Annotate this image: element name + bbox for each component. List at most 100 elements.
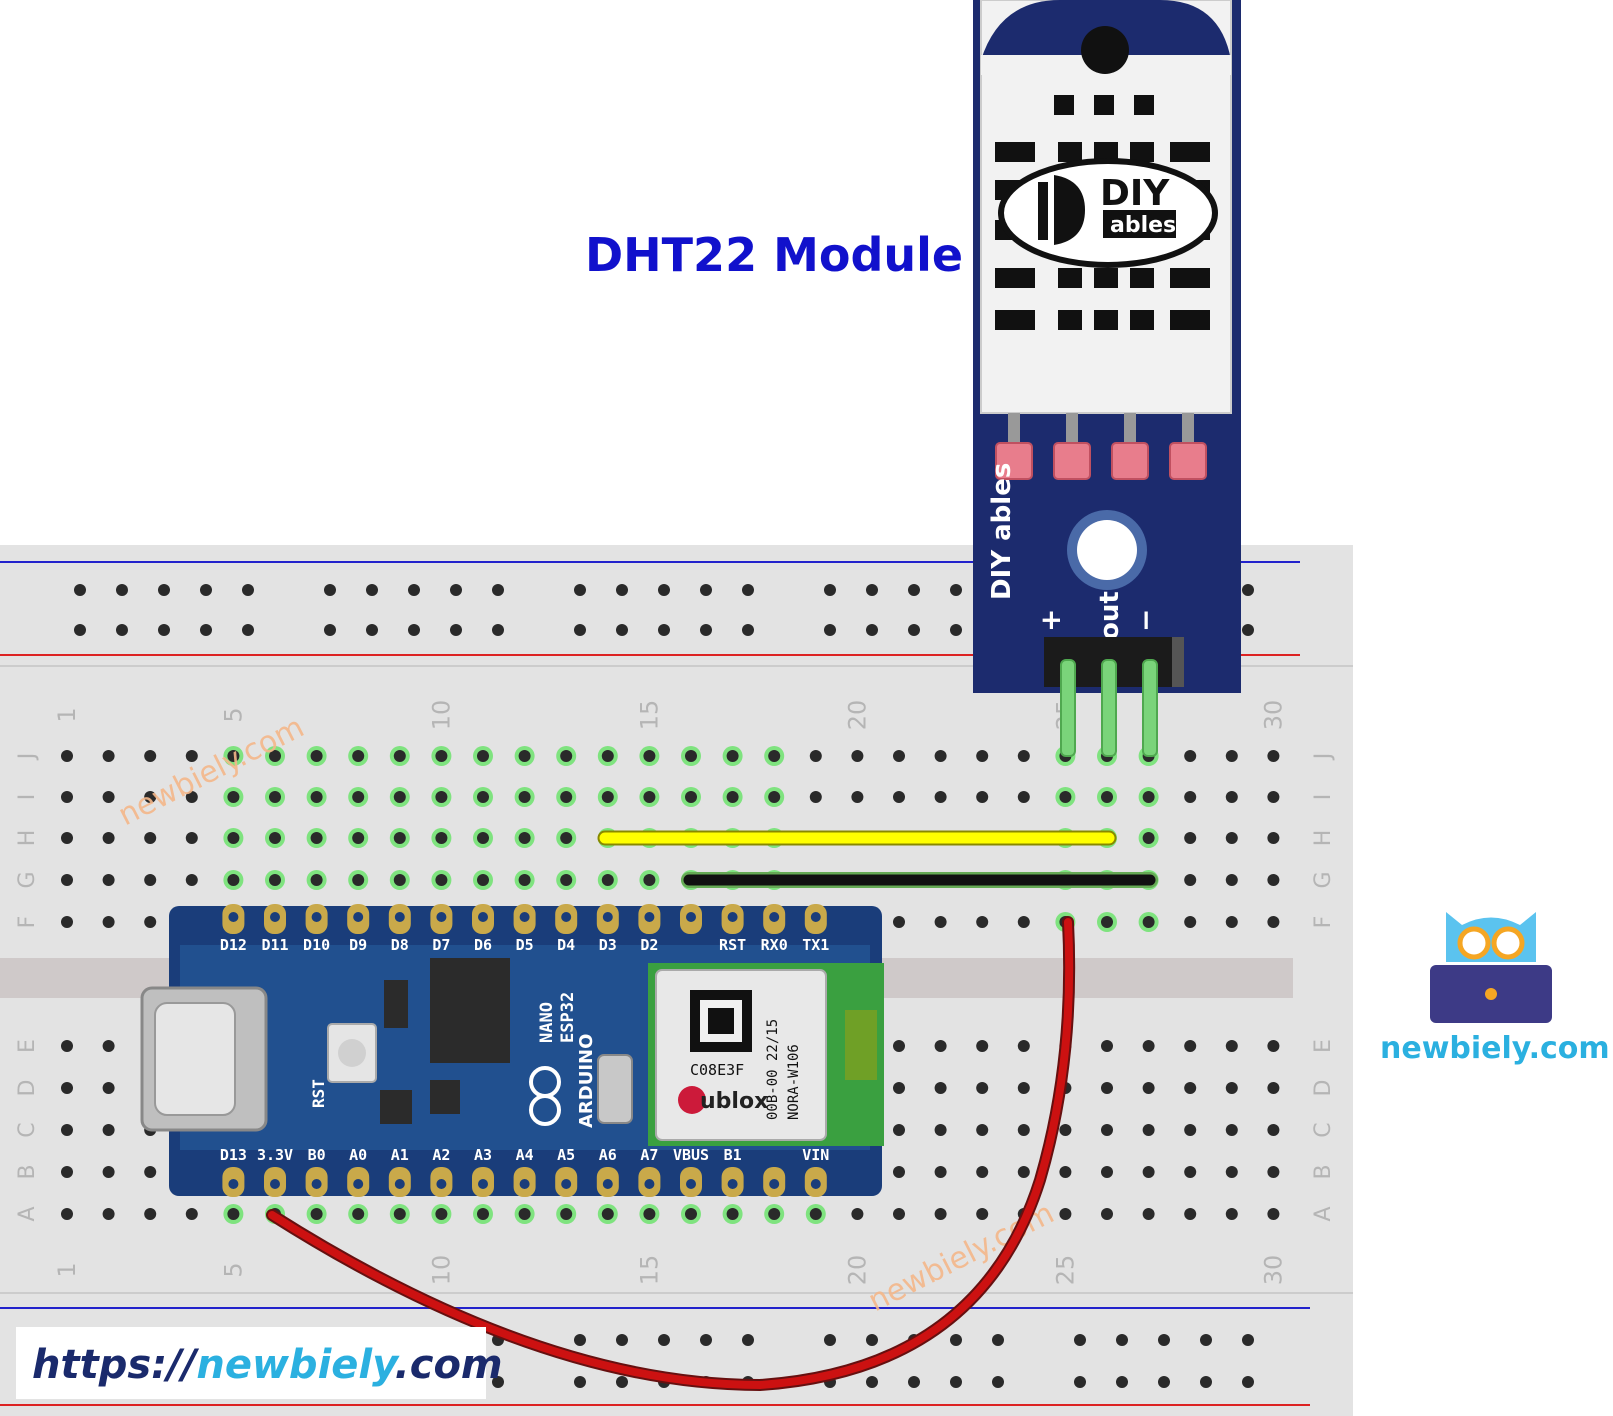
hole [893,1166,905,1178]
hole [435,832,448,844]
pin-label-bottom: A0 [349,1146,367,1164]
logo-text-top: DIY [1100,173,1170,214]
vent [1094,142,1118,162]
row-letter: D [1311,1080,1336,1097]
rail-hole [366,584,378,596]
sensor-header-side [1172,637,1184,687]
hole [144,750,157,762]
url-text[interactable]: https://newbiely.com [32,1342,503,1388]
hole [310,791,323,803]
hole [144,832,157,844]
hole [1017,1124,1030,1136]
vent [995,310,1035,330]
rail-hole [1074,1376,1086,1388]
rail-hole [574,624,586,636]
hole [1267,1208,1280,1220]
board-label-nano: NANO [537,1002,557,1043]
rail-hole [658,1334,670,1346]
hole [477,874,489,886]
hole [1225,874,1238,886]
rail-hole [700,584,712,596]
hole [685,1208,697,1220]
hole [601,791,614,803]
hole [227,832,240,844]
rail-hole [700,624,712,636]
hole [685,791,697,803]
hole [934,1166,947,1178]
header-pin-hole [394,1179,405,1189]
hole [1184,874,1197,886]
hole [1101,1208,1113,1220]
hole [1267,1040,1280,1052]
module-title: DHT22 Module [585,228,963,282]
hole [477,832,489,844]
hole [601,750,614,762]
pin-label-minus: − [1129,609,1162,632]
hole [144,874,157,886]
column-number: 5 [219,707,247,722]
header-pin-hole [644,1179,655,1189]
rail-hole [324,624,336,636]
rail-hole [1116,1334,1128,1346]
hole [102,791,115,803]
hole [1142,1082,1155,1094]
column-number: 10 [427,1255,455,1286]
hole [1184,750,1197,762]
hole [768,791,781,803]
hole [1267,750,1280,762]
hole [934,791,947,803]
header-pin-hole [270,912,280,922]
hole [1142,791,1155,803]
ublox-brand: ublox [700,1089,768,1114]
board-label-esp32: ESP32 [558,992,578,1043]
pin-label-top: RST [719,936,746,954]
hole [726,1208,739,1220]
header-pin-hole [228,1179,239,1189]
ublox-code: C08E3F [690,1061,744,1079]
rail-hole [616,624,628,636]
rail-hole [1074,1334,1086,1346]
rail-hole [616,1334,628,1346]
url-box [16,1327,486,1399]
hole [726,791,739,803]
vent [1058,142,1082,162]
hole [352,750,365,762]
hole [1142,916,1155,928]
hole [1142,832,1155,844]
rail-hole [824,624,836,636]
vent [1170,268,1210,288]
hole [1225,750,1238,762]
header-pin-hole [478,912,488,922]
hole [1225,791,1238,803]
red-wire [268,918,1074,1390]
hole [893,750,905,762]
sensor-leg-pad [1053,442,1091,480]
header-pin-hole [478,1179,488,1189]
hole [61,916,73,928]
vent [1094,310,1118,330]
pin-plus-leg [1060,659,1076,757]
rail-hole [1200,1334,1212,1346]
hole [102,1082,115,1094]
rail-hole [700,1334,712,1346]
row-letter: D [15,1080,40,1097]
header-pin-hole [353,912,364,922]
hole [1059,1166,1072,1178]
hole [1101,1124,1113,1136]
rail-hole [74,584,86,596]
hole [477,791,489,803]
hole [61,1208,73,1220]
hole [893,1208,905,1220]
hole [185,874,198,886]
hole [102,1124,115,1136]
pin-label-bottom: D13 [220,1146,247,1164]
header-pin-hole [519,912,530,922]
header-pin-hole [436,1179,447,1189]
hole [1225,1208,1238,1220]
rail-hole [1242,1334,1254,1346]
hole [1225,916,1238,928]
sensor-mount-hole [1081,26,1129,74]
ublox-id-1: 00B-00 22/15 [765,1019,781,1120]
hole [144,791,157,803]
hole [1184,1040,1197,1052]
